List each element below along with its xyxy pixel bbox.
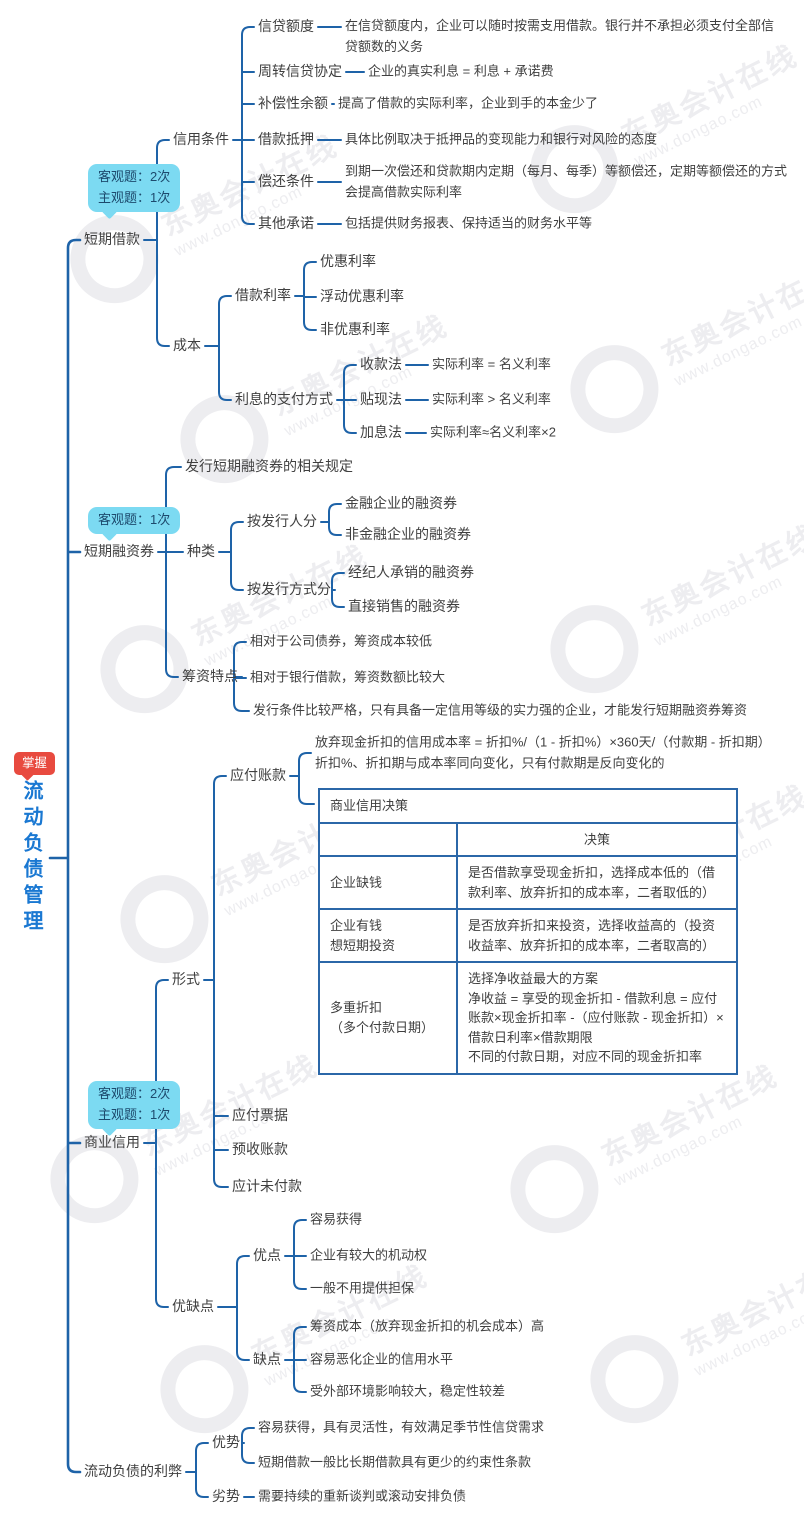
node-floating-prime-rate: 浮动优惠利率 — [320, 288, 404, 305]
node-broker-underwritten-bills: 经纪人承销的融资券 — [348, 564, 474, 581]
desc-credit-line: 在信贷额度内，企业可以随时按需支用借款。银行并不承担必须支付全部信贷额数的义务 — [345, 18, 775, 54]
node-pros-cons: 优缺点 — [172, 1298, 214, 1315]
feature-item: 发行条件比较严格，只有具备一定信用等级的实力强的企业，才能发行短期融资券筹资 — [253, 702, 748, 718]
pros-item: 一般不用提供担保 — [310, 1280, 415, 1296]
desc-cash-discount-cost-formula: 放弃现金折扣的信用成本率 = 折扣%/（1 - 折扣%）×360天/（付款期 -… — [315, 734, 771, 770]
node-non-prime-rate: 非优惠利率 — [320, 321, 390, 338]
node-pros: 优点 — [253, 1247, 281, 1264]
node-prime-rate: 优惠利率 — [320, 253, 376, 270]
pros-item: 企业有较大的机动权 — [310, 1247, 428, 1263]
node-non-financial-enterprise-bills: 非金融企业的融资券 — [345, 526, 471, 543]
node-by-issuing-method: 按发行方式分 — [247, 581, 331, 598]
desc-loan-collateral: 具体比例取决于抵押品的变现能力和银行对风险的态度 — [345, 131, 658, 147]
pros-item: 容易获得 — [310, 1211, 363, 1227]
root-node-current-liabilities-management: 流动负债管理 — [20, 780, 42, 936]
branch-short-term-financing-bills: 短期融资券 — [84, 543, 154, 560]
node-notes-payable: 应付票据 — [232, 1107, 288, 1124]
branch-short-term-loan: 短期借款 — [84, 231, 140, 248]
table-header-decision: 决策 — [456, 821, 738, 857]
desc-other-commitments: 包括提供财务报表、保持适当的财务水平等 — [345, 215, 593, 231]
advantage-item: 短期借款一般比长期借款具有更少的约束性条款 — [258, 1454, 532, 1470]
node-loan-rate: 借款利率 — [235, 287, 291, 304]
mastery-badge: 掌握 — [14, 752, 56, 775]
desc-repayment-terms: 到期一次偿还和贷款期内定期（每月、每季）等额偿还，定期等额偿还的方式会提高借款实… — [345, 163, 788, 199]
node-loan-collateral: 借款抵押 — [258, 131, 314, 148]
feature-item: 相对于公司债券，筹资成本较低 — [250, 633, 433, 649]
cons-item: 筹资成本（放弃现金折扣的机会成本）高 — [310, 1318, 545, 1334]
node-advances-received: 预收账款 — [232, 1141, 288, 1158]
node-credit-line: 信贷额度 — [258, 18, 314, 35]
node-collection-method: 收款法 — [360, 356, 402, 373]
table-cell-decision: 是否放弃折扣来投资，选择收益高的（投资收益率、放弃折扣的成本率，二者取高的） — [456, 908, 738, 963]
badge-line: 主观题：1次 — [98, 189, 171, 205]
desc-discount-method: 实际利率 > 名义利率 — [432, 391, 551, 407]
commercial-credit-decision-table: 商业信用决策 决策 企业缺钱 是否借款享受现金折扣，选择成本低的（借款利率、放弃… — [318, 788, 738, 1075]
node-directly-sold-bills: 直接销售的融资券 — [348, 598, 460, 615]
node-cons: 缺点 — [253, 1351, 281, 1368]
badge-line: 客观题：1次 — [98, 512, 171, 527]
badge-line: 客观题：2次 — [98, 169, 171, 184]
node-interest-payment-method: 利息的支付方式 — [235, 391, 333, 408]
disadvantage-item: 需要持续的重新谈判或滚动安排负债 — [258, 1488, 467, 1504]
node-cost: 成本 — [173, 337, 201, 354]
table-cell-scenario: 多重折扣 （多个付款日期） — [318, 961, 458, 1075]
branch-commercial-credit: 商业信用 — [84, 1134, 140, 1151]
node-accounts-payable: 应付账款 — [230, 767, 286, 784]
desc-collection-method: 实际利率 = 名义利率 — [432, 356, 551, 372]
cons-item: 容易恶化企业的信用水平 — [310, 1351, 454, 1367]
node-forms: 形式 — [172, 971, 200, 988]
node-by-issuer: 按发行人分 — [247, 513, 317, 530]
node-kinds: 种类 — [187, 543, 215, 560]
node-credit-terms: 信用条件 — [173, 131, 229, 148]
node-accrued-unpaid: 应计未付款 — [232, 1178, 302, 1195]
node-financial-enterprise-bills: 金融企业的融资券 — [345, 495, 457, 512]
table-title: 商业信用决策 — [318, 788, 738, 824]
desc-add-on-method: 实际利率≈名义利率×2 — [430, 424, 556, 440]
node-issuing-regulations: 发行短期融资券的相关规定 — [185, 458, 353, 475]
node-other-commitments: 其他承诺 — [258, 215, 314, 232]
feature-item: 相对于银行借款，筹资数额比较大 — [250, 669, 446, 685]
node-financing-features: 筹资特点 — [182, 668, 238, 685]
table-header-scenario — [318, 821, 458, 857]
desc-compensating-balance: 提高了借款的实际利率，企业到手的本金少了 — [338, 95, 599, 111]
exam-frequency-badge: 客观题：2次 主观题：1次 — [88, 164, 181, 212]
table-cell-scenario: 企业缺钱 — [318, 855, 458, 910]
node-compensating-balance: 补偿性余额 — [258, 95, 328, 112]
advantage-item: 容易获得，具有灵活性，有效满足季节性信贷需求 — [258, 1419, 545, 1435]
table-cell-decision: 选择净收益最大的方案 净收益 = 享受的现金折扣 - 借款利息 = 应付账款×现… — [456, 961, 738, 1075]
node-revolving-credit-agreement: 周转信贷协定 — [258, 63, 342, 80]
exam-frequency-badge: 客观题：2次 主观题：1次 — [88, 1081, 181, 1129]
node-add-on-method: 加息法 — [360, 424, 402, 441]
table-cell-decision: 是否借款享受现金折扣，选择成本低的（借款利率、放弃折扣的成本率，二者取低的） — [456, 855, 738, 910]
badge-line: 主观题：1次 — [98, 1106, 171, 1122]
node-disadvantages: 劣势 — [212, 1488, 240, 1505]
desc-revolving-credit-agreement: 企业的真实利息 = 利息 + 承诺费 — [368, 63, 554, 79]
node-repayment-terms: 偿还条件 — [258, 173, 314, 190]
node-advantages: 优势 — [212, 1434, 240, 1451]
table-cell-scenario: 企业有钱 想短期投资 — [318, 908, 458, 963]
node-discount-method: 贴现法 — [360, 391, 402, 408]
badge-line: 客观题：2次 — [98, 1086, 171, 1101]
exam-frequency-badge: 客观题：1次 — [88, 507, 181, 534]
branch-liability-tradeoff: 流动负债的利弊 — [84, 1463, 182, 1480]
cons-item: 受外部环境影响较大，稳定性较差 — [310, 1383, 506, 1399]
